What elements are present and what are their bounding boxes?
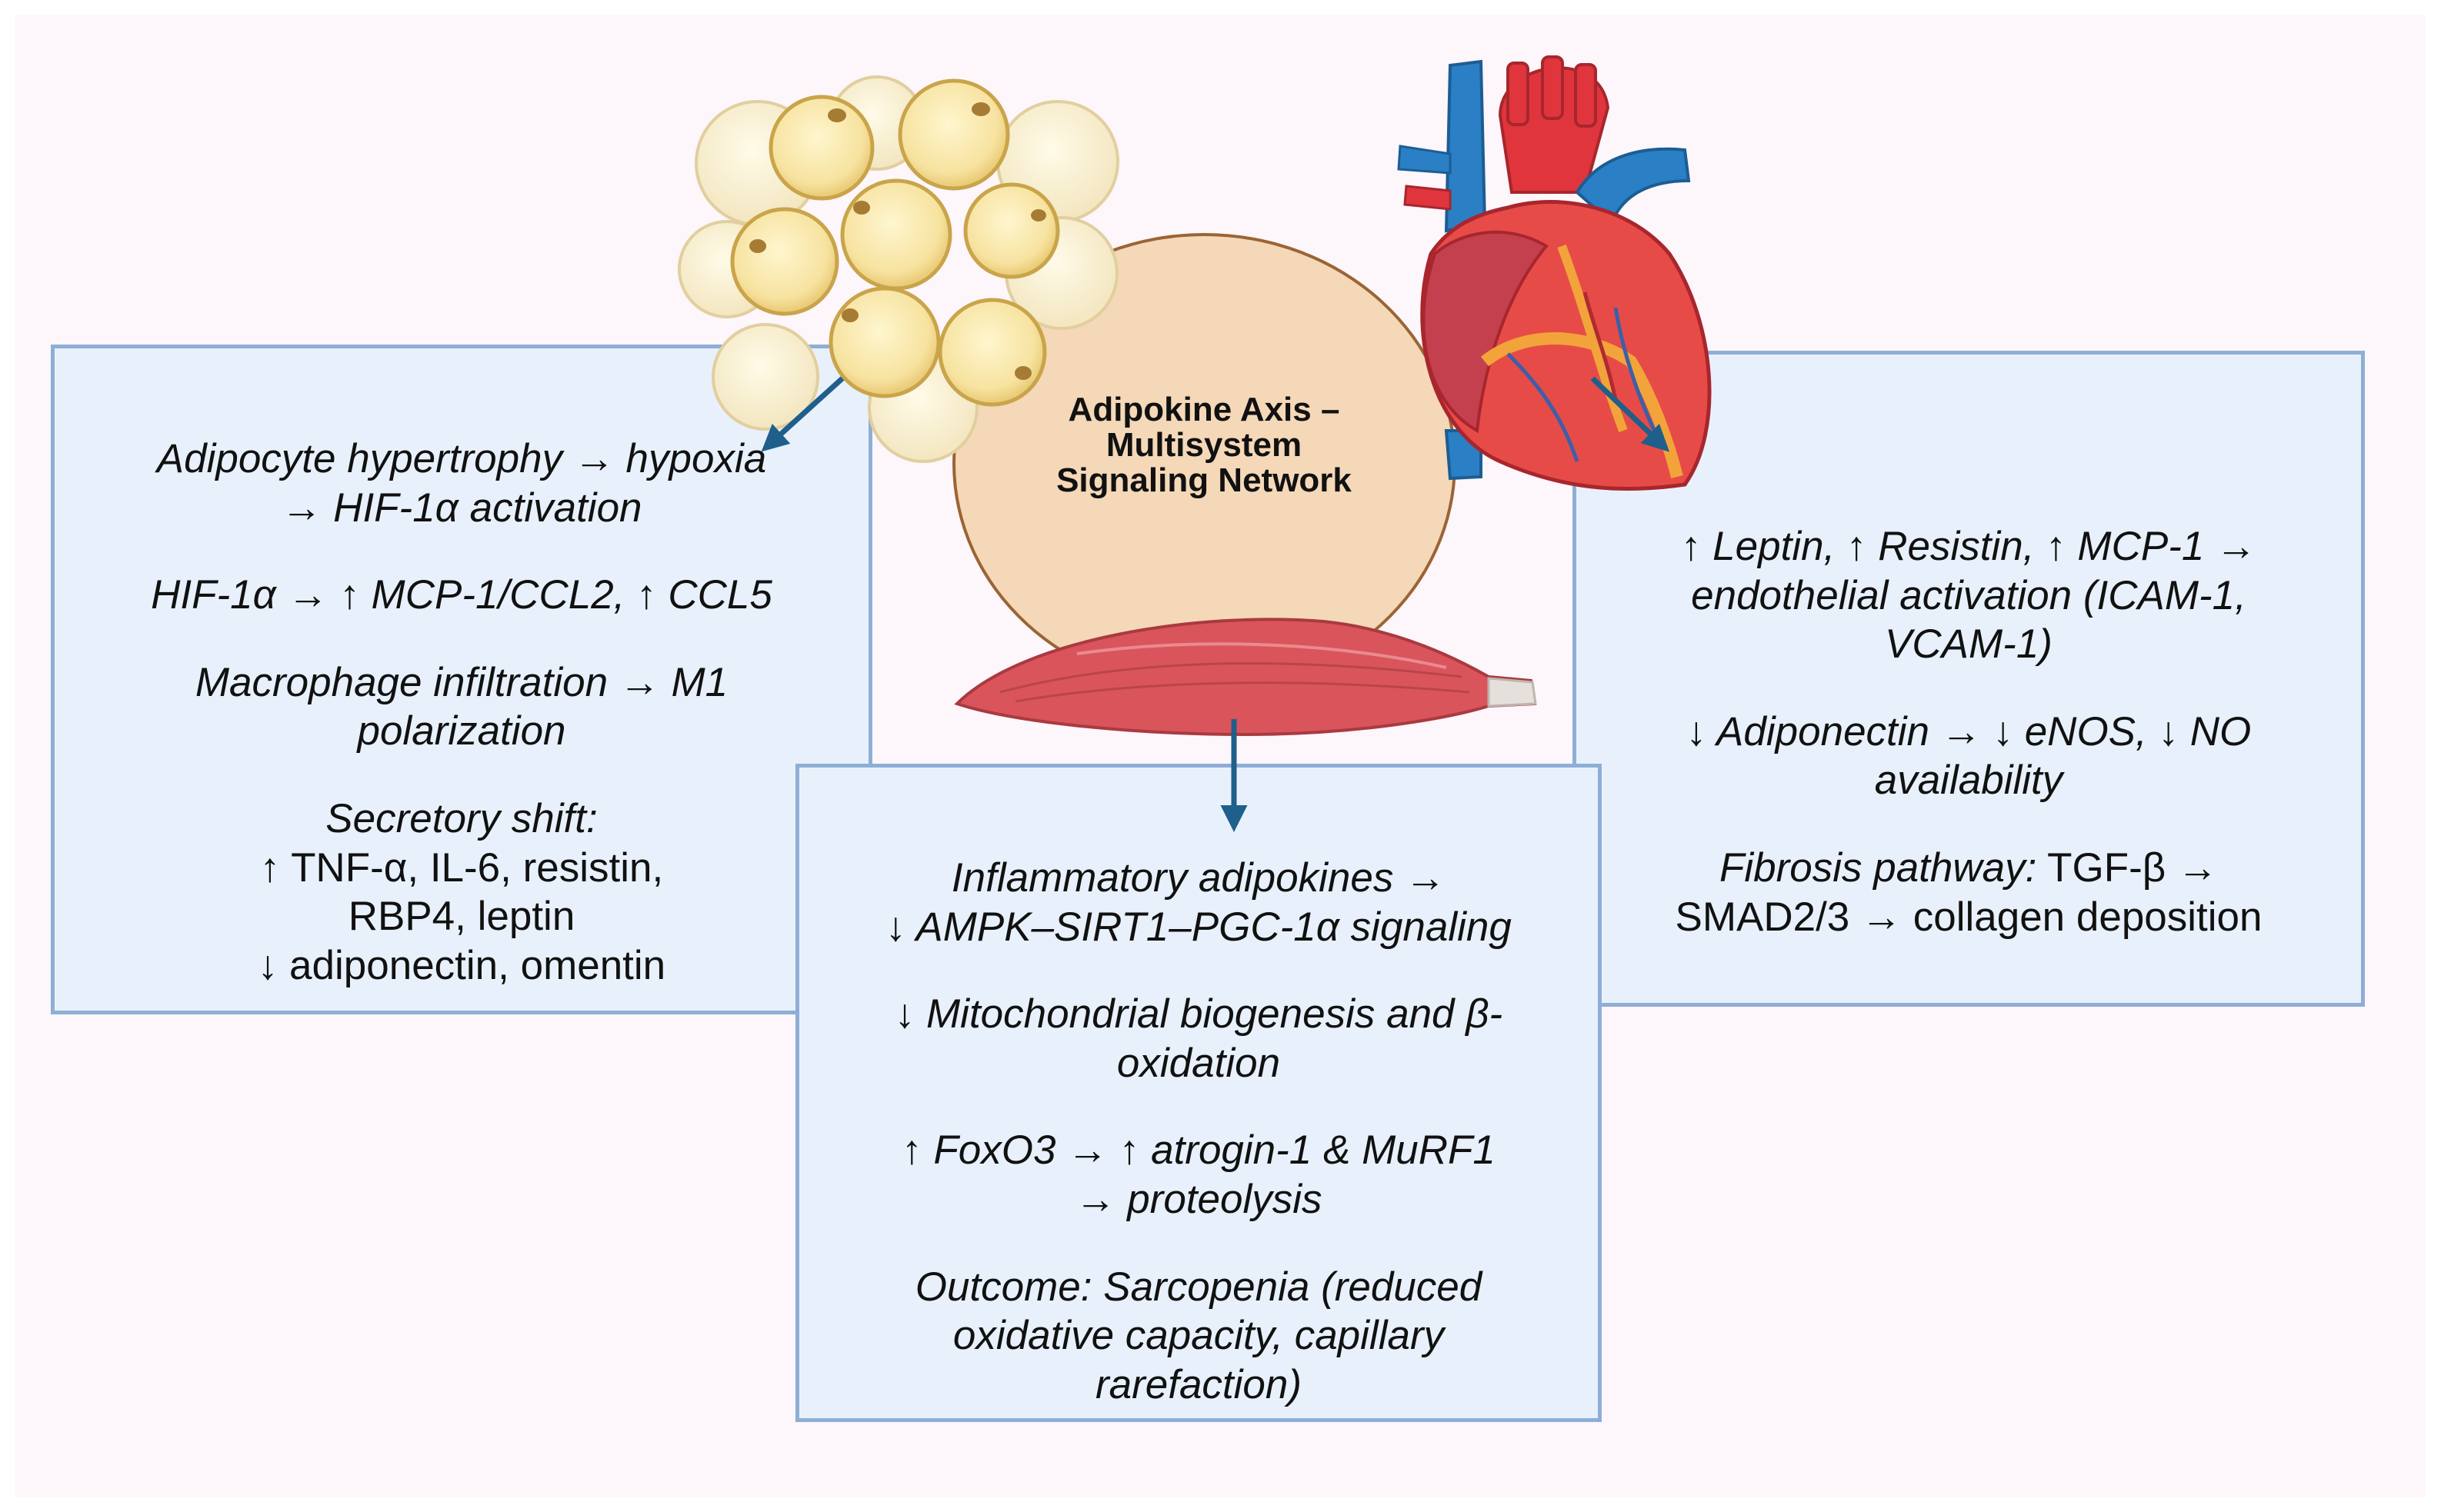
adipose-panel: Adipocyte hypertrophy → hypoxia → HIF-1α… [51,345,872,1014]
muscle-p1: Inflammatory adipokines → ↓ AMPK–SIRT1–P… [830,854,1567,951]
fibrosis-tgf-text: TGF-β → [2047,844,2218,891]
adipose-p4: Secretory shift: ↑ TNF-α, IL-6, resistin… [85,794,838,990]
muscle-p3-line1: ↑ FoxO3 → ↑ atrogin-1 & MuRF1 [902,1127,1496,1174]
up-arrow-icon: ↑ [259,844,281,891]
heart-p1-line1: ↑ Leptin, ↑ Resistin, ↑ MCP-1 → [1680,524,2257,569]
adipose-p3-line2: polarization [357,708,566,754]
muscle-p2: ↓ Mitochondrial biogenesis and β- oxidat… [830,990,1567,1087]
secretory-shift-heading: Secretory shift: [325,795,598,841]
fibrosis-pathway-label: Fibrosis pathway: [1719,844,2037,891]
secretory-up-text: TNF-α, IL-6, resistin, [291,844,664,891]
muscle-p4-line2: oxidative capacity, capillary [952,1313,1445,1359]
heart-p3-line2: SMAD2/3 → collagen deposition [1675,894,2263,940]
secretory-down-text: adiponectin, omentin [289,942,666,988]
heart-p1-line3: VCAM-1) [1885,621,2053,668]
muscle-p1-line1: Inflammatory adipokines → [951,855,1446,901]
down-arrow-icon: ↓ [257,942,278,988]
muscle-p4: Outcome: Sarcopenia (reduced oxidative c… [830,1263,1567,1410]
hub-title-line3: Signaling Network [1056,461,1352,500]
muscle-p2-line1: ↓ Mitochondrial biogenesis and β- [894,991,1503,1037]
hub-title: Adipokine Axis – Multisystem Signaling N… [1015,391,1392,500]
secretory-up-text-2: RBP4, leptin [348,894,575,940]
hub-title-line2: Multisystem [1105,426,1302,465]
heart-p2: ↓ Adiponectin → ↓ eNOS, ↓ NO availabilit… [1607,708,2330,805]
muscle-p1-line2: ↓ AMPK–SIRT1–PGC-1α signaling [885,904,1512,950]
heart-p1: ↑ Leptin, ↑ Resistin, ↑ MCP-1 → endothel… [1607,522,2330,669]
heart-p3: Fibrosis pathway: TGF-β → SMAD2/3 → coll… [1607,844,2330,941]
secretory-up-line: ↑ TNF-α, IL-6, resistin, [85,844,838,893]
adipose-p2: HIF-1α → ↑ MCP-1/CCL2, ↑ CCL5 [85,571,838,620]
heart-p2-line2: availability [1874,758,2063,804]
muscle-p2-line2: oxidation [1116,1040,1281,1086]
hub-title-line1: Adipokine Axis – [1068,391,1340,428]
muscle-p3-line2: → proteolysis [1075,1176,1322,1222]
muscle-p4-line3: rarefaction) [1095,1361,1302,1407]
adipose-p2-line: HIF-1α → ↑ MCP-1/CCL2, ↑ CCL5 [151,572,772,618]
heart-p1-line2: endothelial activation (ICAM-1, [1691,572,2246,618]
adipose-p3: Macrophage infiltration → M1 polarizatio… [85,658,838,756]
secretory-down-line: ↓ adiponectin, omentin [85,941,838,991]
heart-p2-line1: ↓ Adiponectin → ↓ eNOS, ↓ NO [1686,708,2252,754]
adipose-p1-line2: → HIF-1α activation [281,485,642,531]
adipose-p1: Adipocyte hypertrophy → hypoxia → HIF-1α… [85,435,838,532]
heart-p3-line1: Fibrosis pathway: TGF-β → [1607,844,2330,893]
muscle-panel: Inflammatory adipokines → ↓ AMPK–SIRT1–P… [795,764,1602,1422]
muscle-p4-line1: Outcome: Sarcopenia (reduced [915,1264,1482,1310]
adipose-p1-line1: Adipocyte hypertrophy → hypoxia [156,436,767,481]
muscle-icon [954,618,1537,737]
muscle-p3: ↑ FoxO3 → ↑ atrogin-1 & MuRF1 → proteoly… [830,1126,1567,1224]
adipose-p3-line1: Macrophage infiltration → M1 [195,659,729,705]
